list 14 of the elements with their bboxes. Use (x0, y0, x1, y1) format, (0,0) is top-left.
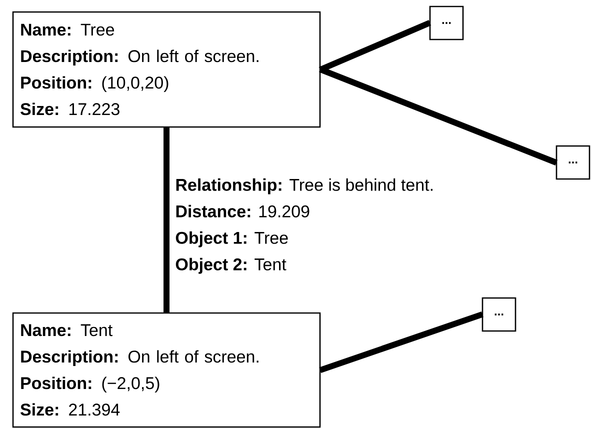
connector-line (319, 311, 484, 374)
relationship-text: Relationship: Tree is behind tent. Distance: 19.209 Object 1: Tree Object 2: Tent (176, 178, 432, 274)
info-box: Name: Tent Description: On left of screen. Position: (−2,0,5) Size: 21.394 (12, 312, 321, 428)
info-box: Name: Tree Description: On left of screen. Position: (10,0,20) Size: 17.223 (12, 11, 321, 128)
connector-line (318, 20, 432, 72)
label: Relationship: Tree is behind tent. (176, 178, 432, 194)
label: Object 1: Tree (176, 231, 288, 248)
connector-line (164, 127, 170, 313)
ellipsis-box: ... (556, 145, 590, 180)
label: Distance: 19.209 (176, 204, 310, 218)
ellipsis-box: ... (482, 297, 516, 332)
connector-line (318, 66, 558, 166)
ellipsis-box: ... (429, 6, 464, 40)
label: Object 2: Tent (176, 258, 286, 274)
